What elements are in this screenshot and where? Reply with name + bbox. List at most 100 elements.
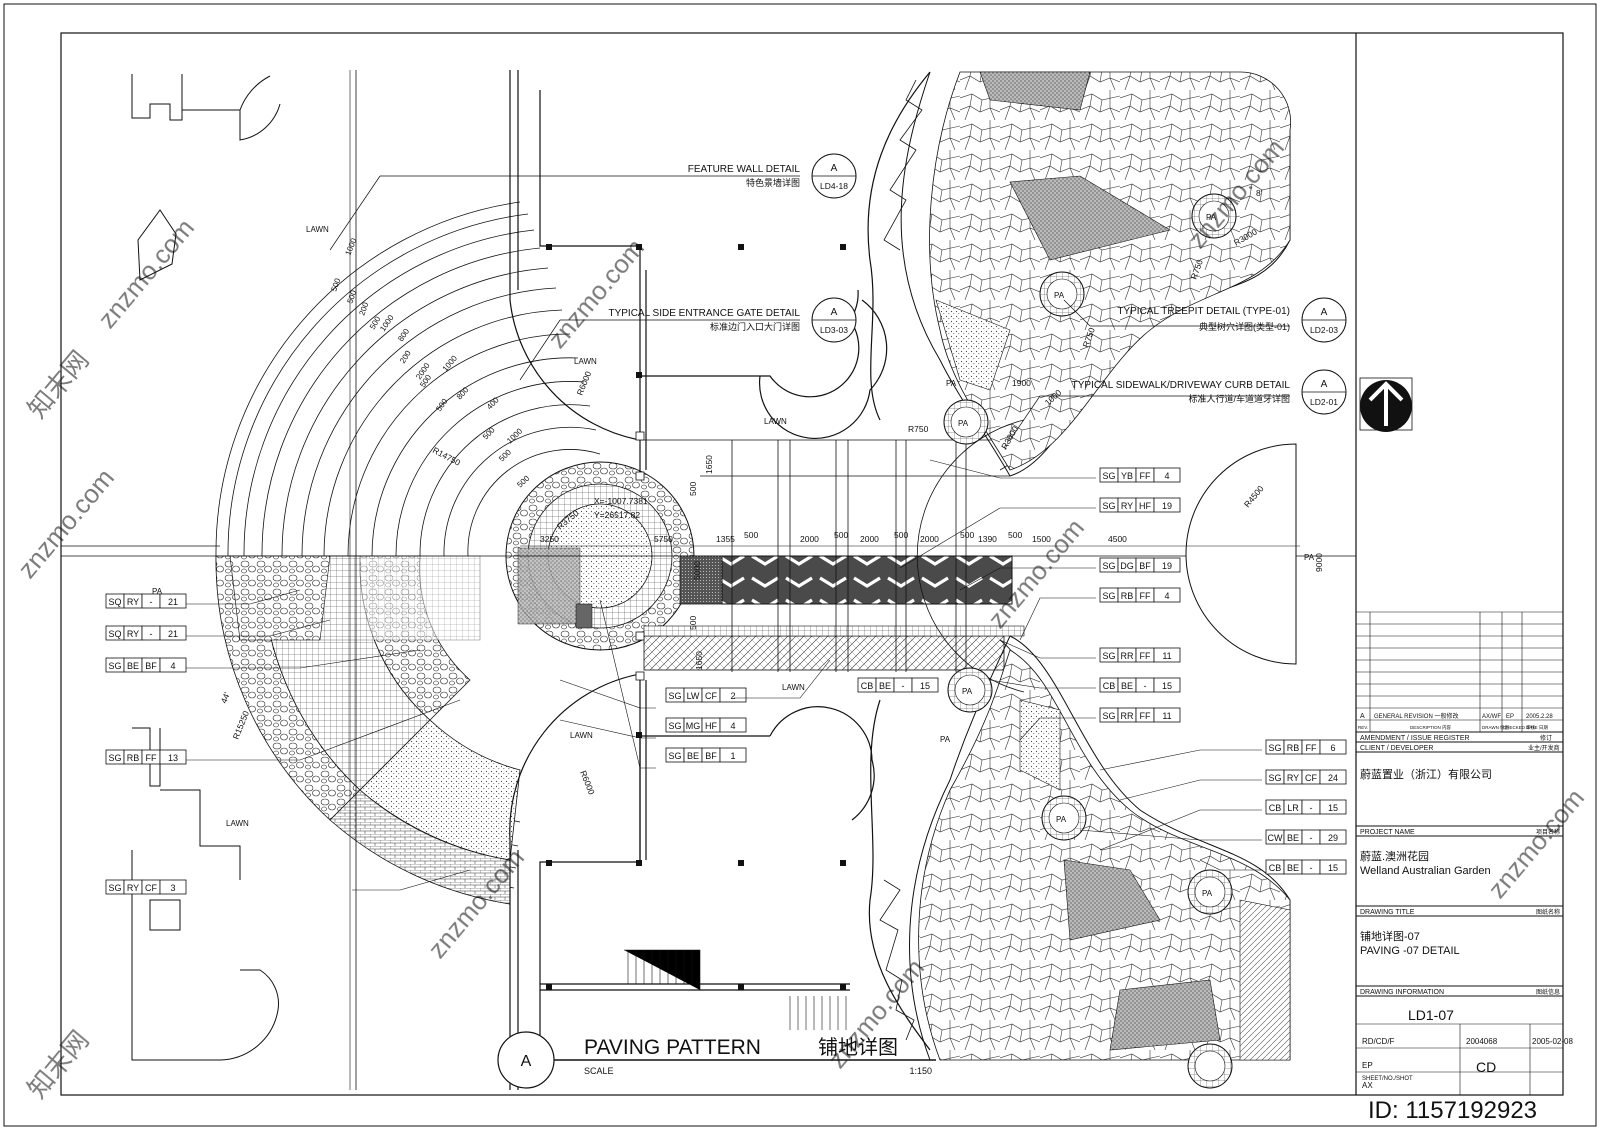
callout-gate-sheet: LD3-03 xyxy=(820,325,848,335)
client-label: CLIENT / DEVELOPER xyxy=(1360,745,1433,752)
material-tag-code: 6 xyxy=(1330,743,1335,753)
material-tag-code: 24 xyxy=(1328,773,1338,783)
dim-v-5000: 5000 xyxy=(692,561,702,580)
arc-dim-7: 500 xyxy=(434,397,449,414)
material-tag-code: - xyxy=(902,681,905,691)
callout-feature-wall[interactable]: FEATURE WALL DETAIL 特色景墙详图 A LD4-18 xyxy=(688,153,857,199)
arc-dim-15: 400 xyxy=(485,395,501,411)
pa-label-tp1: PA xyxy=(1206,213,1217,222)
material-tag-cell xyxy=(1153,677,1181,693)
sheet-label: SHEET/NO./SHOT xyxy=(1362,1076,1413,1082)
material-tag-code: SG xyxy=(1102,591,1115,601)
material-tag-code: MG xyxy=(686,721,701,731)
material-tag-code: YB xyxy=(1121,471,1133,481)
stage: CD xyxy=(1476,1059,1496,1075)
callout-side-entrance-gate[interactable]: TYPICAL SIDE ENTRANCE GATE DETAIL 标准边门入口… xyxy=(608,297,857,343)
pa-label-tp3: PA xyxy=(958,419,969,428)
material-tag-code: CF xyxy=(145,883,157,893)
watermark-site-1: 知末网 xyxy=(22,345,95,424)
material-tag-cell xyxy=(159,749,187,765)
material-tag-code: RB xyxy=(1287,743,1300,753)
rev-header-rev: REV. xyxy=(1358,725,1368,730)
material-tag-cell xyxy=(719,747,747,763)
material-tag-code: SG xyxy=(1268,743,1281,753)
project-cn-label: 项目名称 xyxy=(1536,828,1560,836)
material-tag-code: RY xyxy=(127,629,139,639)
dimension-labels-vertical: 1650 500 5000 500 1650 9000 xyxy=(688,455,1324,670)
rev-header-desc: DESCRIPTION 内容 xyxy=(1410,724,1452,731)
tb-drawing-title-en: PAVING -07 DETAIL xyxy=(1360,945,1460,957)
material-tag-code: FF xyxy=(1140,471,1151,481)
rev-date: 2005.2.28 xyxy=(1526,714,1553,720)
callout-treepit-mark: A xyxy=(1321,307,1328,318)
material-tag-code: DG xyxy=(1120,561,1134,571)
material-tag-code: CB xyxy=(861,681,874,691)
radius-r6000-b: R6000 xyxy=(578,769,597,796)
material-tag-cell xyxy=(159,593,187,609)
material-tag-cell xyxy=(1153,587,1181,603)
callout-curb-title: TYPICAL SIDEWALK/DRIVEWAY CURB DETAIL xyxy=(1072,380,1291,391)
material-tag-code: 4 xyxy=(1164,471,1169,481)
drawing-number: LD1-07 xyxy=(1408,1007,1454,1023)
pa-label-4: PA xyxy=(1304,553,1315,562)
feature-wall-lower xyxy=(868,699,931,1051)
material-tag-code: CB xyxy=(1269,803,1282,813)
turnaround-half-circle xyxy=(1185,443,1297,665)
material-tag-code: 11 xyxy=(1162,651,1171,661)
watermark-8: znzmo.com xyxy=(1482,783,1590,904)
hatched-paving-lower xyxy=(1239,899,1291,1061)
callout-feature-wall-mark: A xyxy=(831,163,838,174)
material-tag-code: CB xyxy=(1103,681,1116,691)
lawn-label-1: LAWN xyxy=(306,225,329,234)
dim-8ft: 8' xyxy=(1256,188,1263,198)
lawn-label-2: LAWN xyxy=(574,357,597,366)
amendment-label: AMENDMENT / ISSUE REGISTER xyxy=(1360,735,1470,742)
dimension-labels-row: 3250 5750 1355 500 2000 500 2000 500 200… xyxy=(540,530,1127,544)
watermark-1: znzmo.com xyxy=(92,213,200,334)
radius-r14750: R14750 xyxy=(431,445,462,468)
drawing-title-en: PAVING PATTERN xyxy=(584,1036,761,1059)
feature-wall-upper-zigzag xyxy=(883,79,923,251)
material-tag-code: 19 xyxy=(1162,501,1172,511)
material-tag-code: FF xyxy=(1140,591,1151,601)
material-tag-code: 4 xyxy=(170,661,175,671)
arc-dim-0: 1000 xyxy=(344,236,359,256)
material-tag-code: - xyxy=(1144,681,1147,691)
arc-dim-16: 1000 xyxy=(505,426,524,445)
dim-v-500-b: 500 xyxy=(688,616,698,630)
material-tag-code: BF xyxy=(1139,561,1151,571)
section-mark-letter: A xyxy=(521,1053,532,1070)
material-tag-code: 21 xyxy=(168,629,178,639)
callout-sidewalk-curb[interactable]: TYPICAL SIDEWALK/DRIVEWAY CURB DETAIL 标准… xyxy=(1072,369,1347,415)
callout-treepit[interactable]: TYPICAL TREEPIT DETAIL (TYPE-01) 典型树穴详图(… xyxy=(1117,297,1347,343)
material-tag-code: - xyxy=(1310,863,1313,873)
rev-header-checked: CHECKED 审核 xyxy=(1503,724,1536,731)
material-tag-code: RY xyxy=(1121,501,1133,511)
material-tag-cell xyxy=(1319,799,1347,815)
material-tag-code: BE xyxy=(687,751,699,761)
material-tag-code: SG xyxy=(1102,561,1115,571)
material-tag-code: 11 xyxy=(1162,711,1171,721)
scale-label: SCALE xyxy=(584,1066,614,1076)
dark-paving-wedge-4 xyxy=(1109,979,1221,1051)
material-tag-code: RY xyxy=(127,597,139,607)
drawn-by: AX xyxy=(1362,1081,1373,1090)
material-tag-code: 4 xyxy=(1164,591,1169,601)
material-tag-code: FF xyxy=(1140,711,1151,721)
drawing-frame xyxy=(60,32,1564,1096)
arc-dim-1: 500 xyxy=(329,277,342,293)
material-tag-code: SG xyxy=(668,721,681,731)
project-label: PROJECT NAME xyxy=(1360,829,1415,836)
material-tag-code: BE xyxy=(1121,681,1133,691)
dim-500-a: 500 xyxy=(744,530,758,540)
client-cn-label: 业主/开发商 xyxy=(1528,744,1560,752)
herringbone-band xyxy=(643,635,1005,671)
coordinate-y: Y=26517.82 xyxy=(594,510,640,520)
dim-500-e: 500 xyxy=(1008,530,1022,540)
